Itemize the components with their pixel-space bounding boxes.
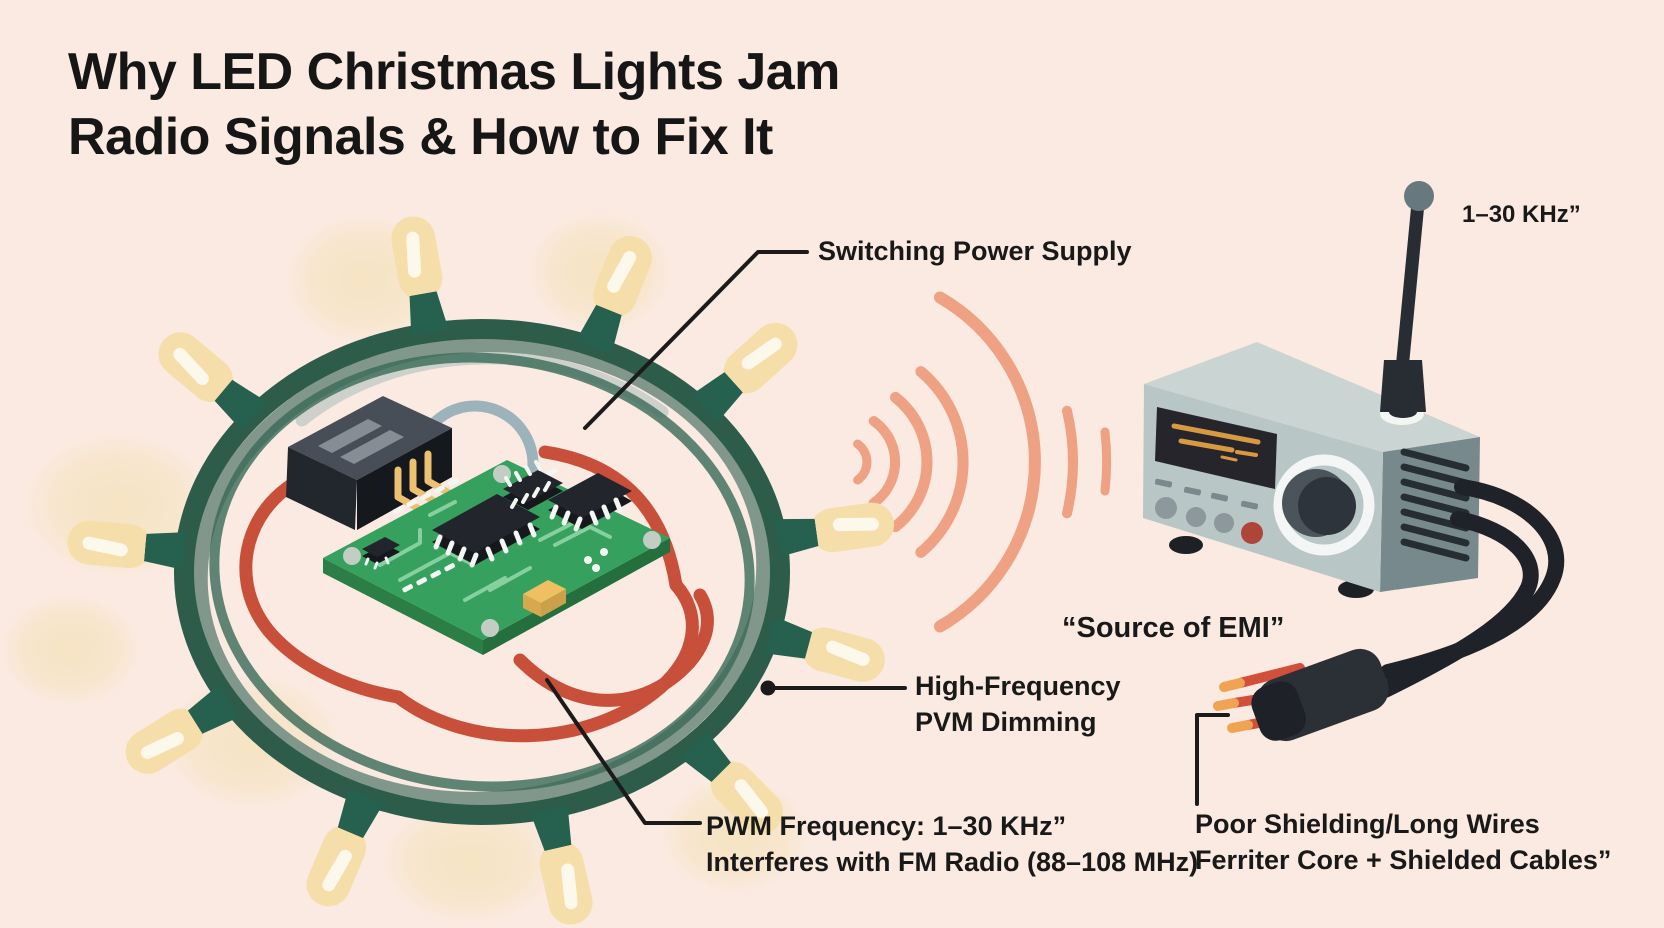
radio-buttons-icon <box>1155 497 1263 544</box>
leader-pwm-frequency <box>545 678 702 825</box>
label-antenna-frequency: 1–30 KHz” <box>1462 201 1581 228</box>
power-plug-icon <box>1213 648 1389 742</box>
circuit-board-icon <box>323 460 670 655</box>
antenna-ball-icon <box>1404 181 1434 211</box>
bulb-socket <box>404 290 448 336</box>
bulb-socket <box>530 805 576 853</box>
leader-switching-power-supply <box>583 250 809 430</box>
power-cable-icon <box>1377 479 1565 698</box>
label-shielding-line2: Ferriter Core + Shielded Cables” <box>1195 845 1612 875</box>
antenna-icon <box>1380 181 1434 425</box>
label-pwm-frequency: PWM Frequency: 1–30 KHz” Interferes with… <box>706 808 1198 880</box>
power-supply-box-icon <box>286 396 462 530</box>
label-switching-power-supply: Switching Power Supply <box>818 236 1132 266</box>
label-high-frequency-line2: PVM Dimming <box>915 707 1097 737</box>
label-pwm-line1: PWM Frequency: 1–30 KHz” <box>706 811 1067 841</box>
label-source-of-emi: “Source of EMI” <box>1062 612 1285 644</box>
label-poor-shielding: Poor Shielding/Long Wires Ferriter Core … <box>1195 806 1611 878</box>
panel-ticks <box>1154 478 1259 510</box>
leader-dot <box>760 680 776 696</box>
radio-icon <box>1143 181 1480 598</box>
bulb-shine <box>405 231 422 278</box>
leader-poor-shielding <box>1195 713 1230 806</box>
bulb-shine <box>832 517 879 532</box>
frequency-display-icon <box>1155 407 1277 489</box>
bulb-socket <box>774 514 819 557</box>
label-shielding-line1: Poor Shielding/Long Wires <box>1195 809 1540 839</box>
emi-waves-icon <box>853 291 1112 633</box>
light-string-wreath-icon <box>174 319 790 825</box>
light-bulb-icon <box>65 517 187 575</box>
page-title: Why LED Christmas Lights Jam Radio Signa… <box>68 40 840 170</box>
title-line-2: Radio Signals & How to Fix It <box>68 108 773 166</box>
title-line-1: Why LED Christmas Lights Jam <box>68 43 840 101</box>
red-button-icon <box>1241 522 1263 544</box>
vent-slats-icon <box>1400 448 1470 562</box>
yellow-component-icon <box>523 580 566 617</box>
tuning-knob-icon <box>1273 454 1375 556</box>
label-high-frequency: High-Frequency PVM Dimming <box>915 668 1121 740</box>
bulb-socket <box>143 529 186 570</box>
label-high-frequency-line1: High-Frequency <box>915 671 1121 701</box>
ic-chips-icon <box>362 460 632 570</box>
leader-lines <box>545 250 1230 825</box>
label-pwm-line2: Interferes with FM Radio (88–108 MHz) <box>706 847 1199 877</box>
red-wires-icon <box>239 445 714 743</box>
radio-foot <box>1169 536 1203 554</box>
pcb-traces <box>378 500 612 602</box>
